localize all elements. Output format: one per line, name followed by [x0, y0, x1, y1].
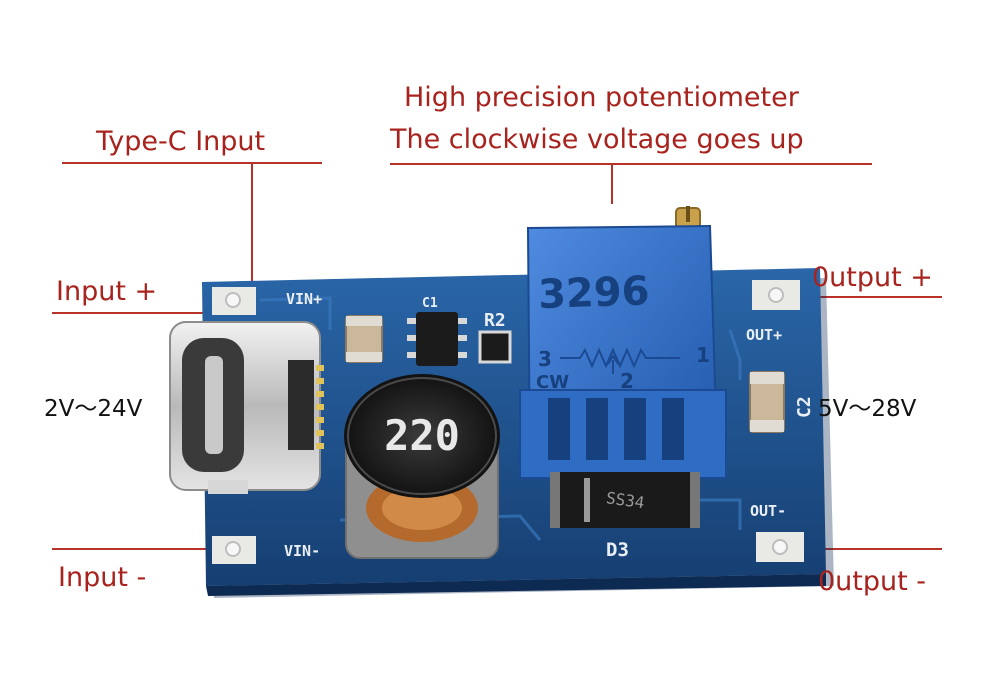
pcb-edge	[206, 574, 826, 596]
potentiometer-screw-slot	[686, 206, 690, 222]
inductor	[344, 374, 500, 559]
usb-c-shell-tab	[288, 360, 314, 450]
potentiometer-label-line2: The clockwise voltage goes up	[390, 124, 804, 155]
potentiometer-resistor-symbol	[560, 347, 680, 369]
capacitor-c2	[749, 371, 785, 433]
resistor-r2	[478, 330, 512, 364]
potentiometer-label-line1: High precision potentiometer	[404, 82, 799, 113]
hole-vin-minus	[225, 541, 241, 557]
potentiometer-pin3: 3	[538, 347, 552, 371]
potentiometer-pin2: 2	[620, 369, 634, 393]
potentiometer-grooves	[548, 398, 684, 460]
potentiometer-wiper-arrow	[607, 354, 619, 374]
silk-c1: C1	[422, 296, 438, 311]
hole-out-minus	[772, 539, 788, 555]
type-c-input-label: Type-C Input	[96, 126, 266, 157]
silk-out-minus: OUT-	[750, 502, 786, 520]
usb-c-tongue	[205, 356, 223, 454]
silk-r2: R2	[484, 310, 506, 331]
inductor-core	[344, 374, 500, 498]
input-minus-label: Input -	[58, 562, 147, 593]
usb-c-pins	[316, 365, 324, 449]
potentiometer-pin1: 1	[696, 343, 710, 367]
diode-d3	[550, 472, 700, 528]
potentiometer-marking: 3296	[537, 268, 650, 318]
potentiometer	[519, 206, 727, 479]
silkscreen: VIN+ VIN- OUT+ OUT- R2 C1 C2 D3	[284, 290, 815, 561]
pcb-board	[169, 206, 834, 598]
potentiometer-cw: CW	[536, 372, 569, 393]
usb-c-solder-tab	[208, 480, 248, 494]
silk-vin-minus: VIN-	[284, 542, 320, 560]
output-plus-label: 0utput +	[812, 262, 933, 293]
usb-c-connector	[169, 321, 324, 494]
input-voltage-range: 2V～24V	[44, 396, 143, 422]
silk-out-plus: OUT+	[746, 326, 782, 344]
ic-chip	[407, 312, 467, 366]
capacitor-c1	[345, 315, 383, 363]
silk-vin-plus: VIN+	[286, 290, 322, 308]
output-minus-label: 0utput -	[818, 566, 927, 597]
hole-out-plus	[768, 287, 784, 303]
silk-c2: C2	[794, 396, 815, 418]
silk-d3: D3	[606, 539, 629, 561]
inductor-marking: 220	[384, 411, 460, 460]
potentiometer-markings: 3296 3 1 2 CW	[536, 268, 710, 393]
hole-vin-plus	[225, 292, 241, 308]
input-plus-label: Input +	[56, 276, 158, 307]
output-voltage-range: 5V～28V	[818, 396, 917, 422]
